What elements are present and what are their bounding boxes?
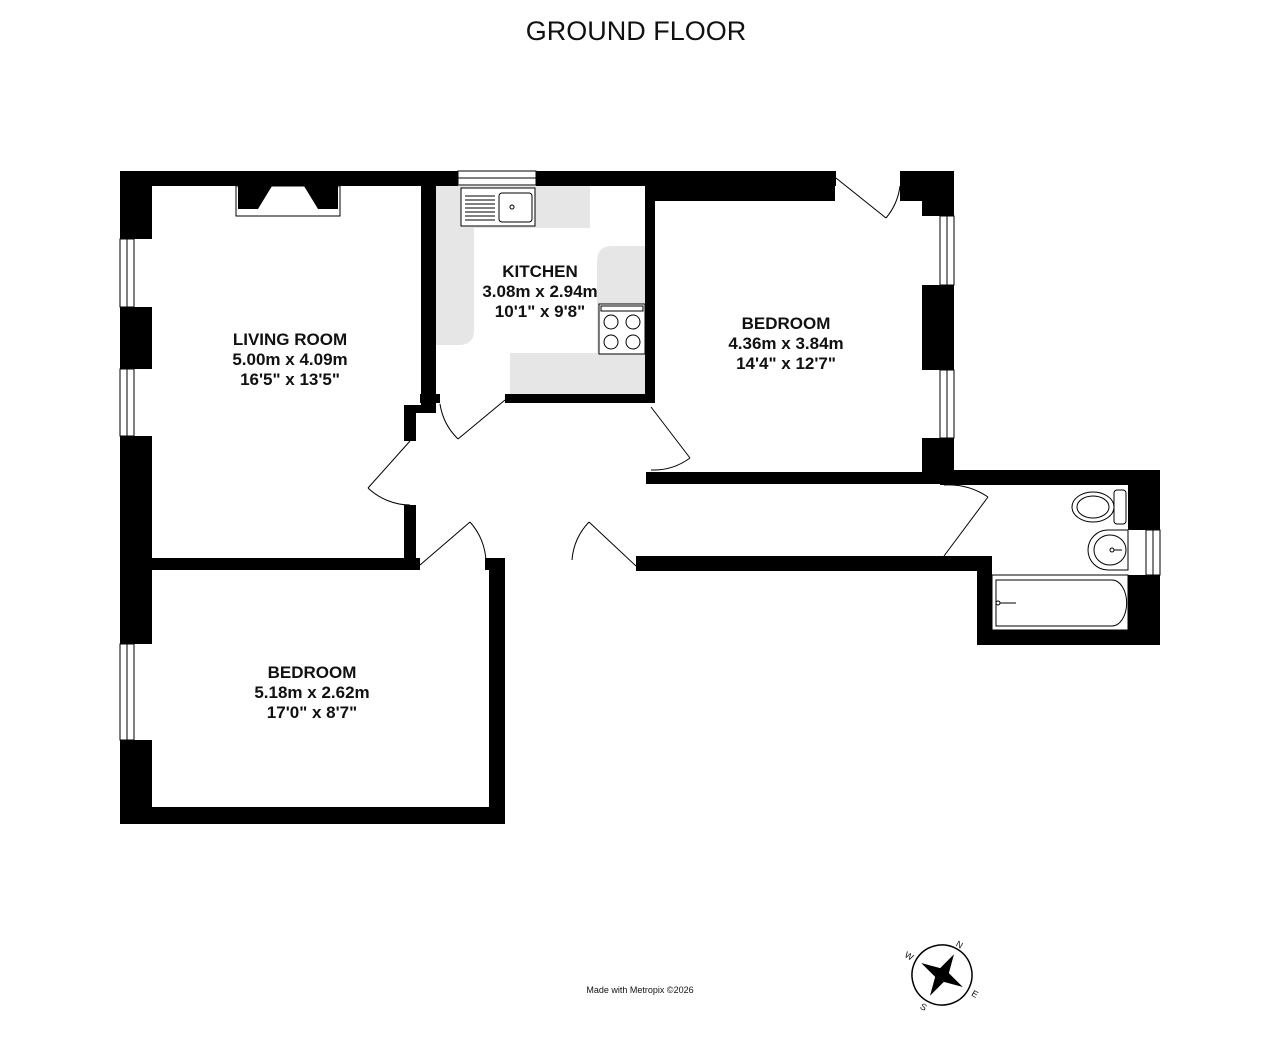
wall-living-right-stub — [404, 405, 436, 413]
wall-left-1 — [120, 171, 152, 239]
compass-rose-icon: N E S W — [903, 939, 980, 1013]
room-name: BEDROOM — [267, 663, 357, 682]
room-metric: 3.08m x 2.94m — [482, 282, 598, 301]
sink-icon — [460, 187, 536, 227]
room-label-kitchen: KITCHEN 3.08m x 2.94m 10'1" x 9'8" — [440, 262, 640, 322]
door-bedroom2 — [419, 521, 487, 566]
wall-kitchen-top-right — [536, 171, 836, 186]
wall-right-2 — [922, 285, 954, 370]
wall-top-living — [120, 171, 436, 186]
wall-kitchen-top-left — [420, 171, 458, 186]
wall-bottom-bedroom2 — [120, 807, 505, 824]
bath-icon — [991, 574, 1129, 631]
room-metric: 5.18m x 2.62m — [254, 683, 370, 702]
walls — [120, 171, 1160, 824]
wall-kitchen-bottom — [505, 394, 655, 403]
floor-title: GROUND FLOOR — [525, 16, 747, 46]
wall-bedroom1-top — [645, 186, 835, 201]
wall-living-right-b — [404, 505, 416, 565]
room-name: BEDROOM — [741, 314, 831, 333]
room-imperial: 14'4" x 12'7" — [736, 354, 836, 373]
wall-hall-bottom — [636, 556, 980, 571]
room-name: LIVING ROOM — [232, 330, 348, 349]
wall-kitchen-left-stub — [420, 394, 440, 403]
compass-w: W — [903, 950, 916, 963]
metropix-credit: Made with Metropix ©2026 — [586, 985, 694, 995]
door-bathroom — [943, 484, 989, 557]
fireplace-icon — [235, 185, 341, 217]
wall-living-bedroom-divider — [150, 558, 420, 570]
door-entrance-bedroom1 — [835, 177, 901, 219]
room-imperial: 17'0" x 8'7" — [266, 703, 358, 722]
wall-right-1 — [922, 171, 954, 216]
wall-bedroom1-bottom — [646, 472, 942, 484]
wall-bath-right-top — [1128, 470, 1160, 530]
room-name: KITCHEN — [502, 262, 578, 281]
door-bedroom1 — [650, 406, 691, 471]
door-hall-cupboard — [571, 521, 637, 567]
room-label-living-room: LIVING ROOM 5.00m x 4.09m 16'5" x 13'5" — [190, 330, 390, 390]
wall-bath-left — [977, 556, 992, 645]
compass-s: S — [918, 1001, 928, 1013]
wall-bath-top — [940, 470, 1160, 485]
wall-kitchen-right — [645, 186, 655, 402]
wall-living-right-a — [404, 405, 416, 441]
room-label-bedroom-2: BEDROOM 5.18m x 2.62m 17'0" x 8'7" — [212, 663, 412, 723]
compass-n: N — [954, 939, 965, 951]
wall-left-2 — [120, 307, 152, 369]
room-metric: 5.00m x 4.09m — [232, 350, 348, 369]
room-imperial: 16'5" x 13'5" — [240, 370, 340, 389]
compass-e: E — [970, 988, 980, 1000]
door-kitchen — [439, 399, 506, 440]
washbasin-icon — [1087, 529, 1129, 571]
doors — [367, 177, 989, 567]
room-imperial: 10'1" x 9'8" — [494, 302, 586, 321]
room-label-bedroom-1: BEDROOM 4.36m x 3.84m 14'4" x 12'7" — [686, 314, 886, 374]
wall-hall-bottom-left — [485, 558, 505, 570]
toilet-icon — [1071, 489, 1127, 525]
door-living — [367, 440, 411, 506]
wall-right-bedroom2 — [489, 563, 505, 824]
room-metric: 4.36m x 3.84m — [728, 334, 844, 353]
wall-left-3 — [120, 436, 152, 644]
wall-bath-bottom — [977, 630, 1160, 645]
wall-living-right-top — [421, 171, 436, 405]
hob-icon — [598, 303, 646, 355]
